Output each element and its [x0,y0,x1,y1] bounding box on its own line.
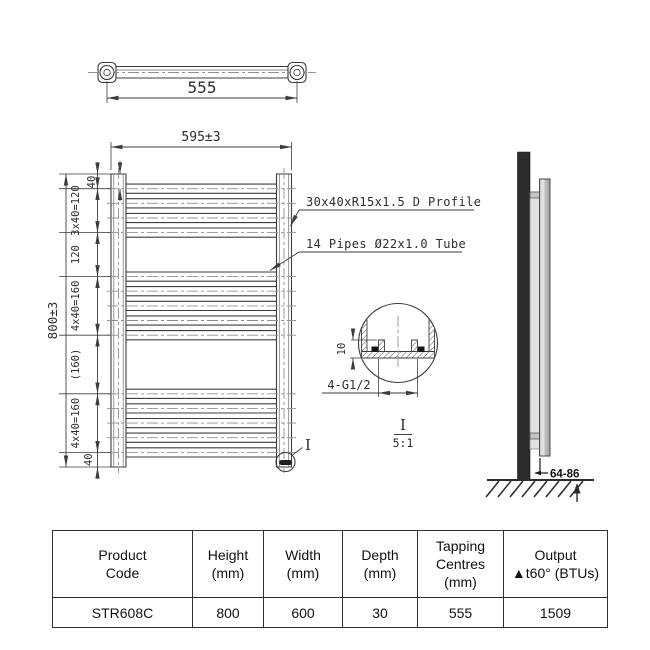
bottom-bracket [530,433,540,439]
chain-4x40-a-label: 4x40=160 [70,281,82,332]
detail-circle [359,304,438,383]
chain-dimension [95,161,123,479]
value-output: 1509 [503,597,608,628]
chain-top-40-label: 40 [86,176,98,189]
boss-height-dim-label: 10 [336,343,348,356]
header-depth: Depth (mm) [342,530,418,598]
dim-width: 595±3 [111,130,292,170]
floor-arrow [573,483,581,502]
tapping-section-geometry [362,316,435,370]
annotations: 30x40xR15x1.5 D Profile 14 Pipes Ø22x1.0… [270,195,481,271]
spec-table-value-row: STR608C 800 600 30 555 1509 [52,597,608,628]
radiator-side-profile [540,179,551,456]
value-height: 800 [192,597,264,628]
seal-block-right [418,346,425,352]
height-dim-label: 800±3 [45,302,60,340]
detail-scale-label: 5:1 [393,436,414,450]
value-width: 600 [263,597,343,628]
front-view: 595±3 [45,130,481,479]
seal-block-left [371,346,378,352]
tapping-note-label: 4-G1/2 [327,378,370,392]
chain-3x40-label: 3x40=120 [70,185,82,236]
extension-lines [59,174,111,467]
chain-labels: 40 3x40=120 120 4x40=160 (160) 4x40=160 … [70,176,98,466]
chain-bottom-40-label: 40 [83,453,95,466]
wall-clearance-label: 64-86 [550,469,579,481]
value-product-code: STR608C [52,597,193,628]
width-dim-label: 595±3 [181,130,220,145]
value-depth: 30 [342,597,418,628]
dim-height: 800±3 [45,174,69,467]
section-marker-label: I [305,436,311,454]
header-product-code: Product Code [52,530,193,598]
header-width: Width (mm) [263,530,343,598]
pipes [106,183,297,458]
detail-title: I 5:1 [393,416,414,450]
floor [486,480,594,497]
header-height: Height (mm) [192,530,264,598]
side-view: 64-86 [486,152,594,502]
dim-wall-clearance: 64-86 [534,458,579,481]
spec-table: Product Code Height (mm) Width (mm) Dept… [52,530,608,628]
detail-tapping-dim: 4-G1/2 [322,359,418,397]
top-bracket [530,192,540,198]
bottom-end-cap [279,460,292,465]
pipes-note-label: 14 Pipes Ø22x1.0 Tube [306,237,466,251]
value-tapping-centres: 555 [417,597,504,628]
chain-160-ref-label: (160) [70,349,82,381]
bracket-rail [530,192,540,449]
section-detail-marker: I [276,436,311,472]
dim-555: 555 [107,78,297,103]
clearance-arrow [534,470,541,476]
header-tapping-centres: Tapping Centres (mm) [417,530,504,598]
profile-note-label: 30x40xR15x1.5 D Profile [306,195,481,209]
spec-table-header-row: Product Code Height (mm) Width (mm) Dept… [52,530,608,598]
top-view: 555 [88,63,316,104]
chain-120-label: 120 [70,245,82,264]
chain-4x40-b-label: 4x40=160 [70,398,82,449]
wall [518,152,531,480]
header-output: Output ▲t60° (BTUs) [503,530,608,598]
tapping-centres-dim-label: 555 [188,78,217,97]
detail-section-name: I [400,416,406,434]
detail-view: 10 4-G1/2 I 5:1 [322,304,438,450]
detail-dim-10: 10 [336,328,377,370]
